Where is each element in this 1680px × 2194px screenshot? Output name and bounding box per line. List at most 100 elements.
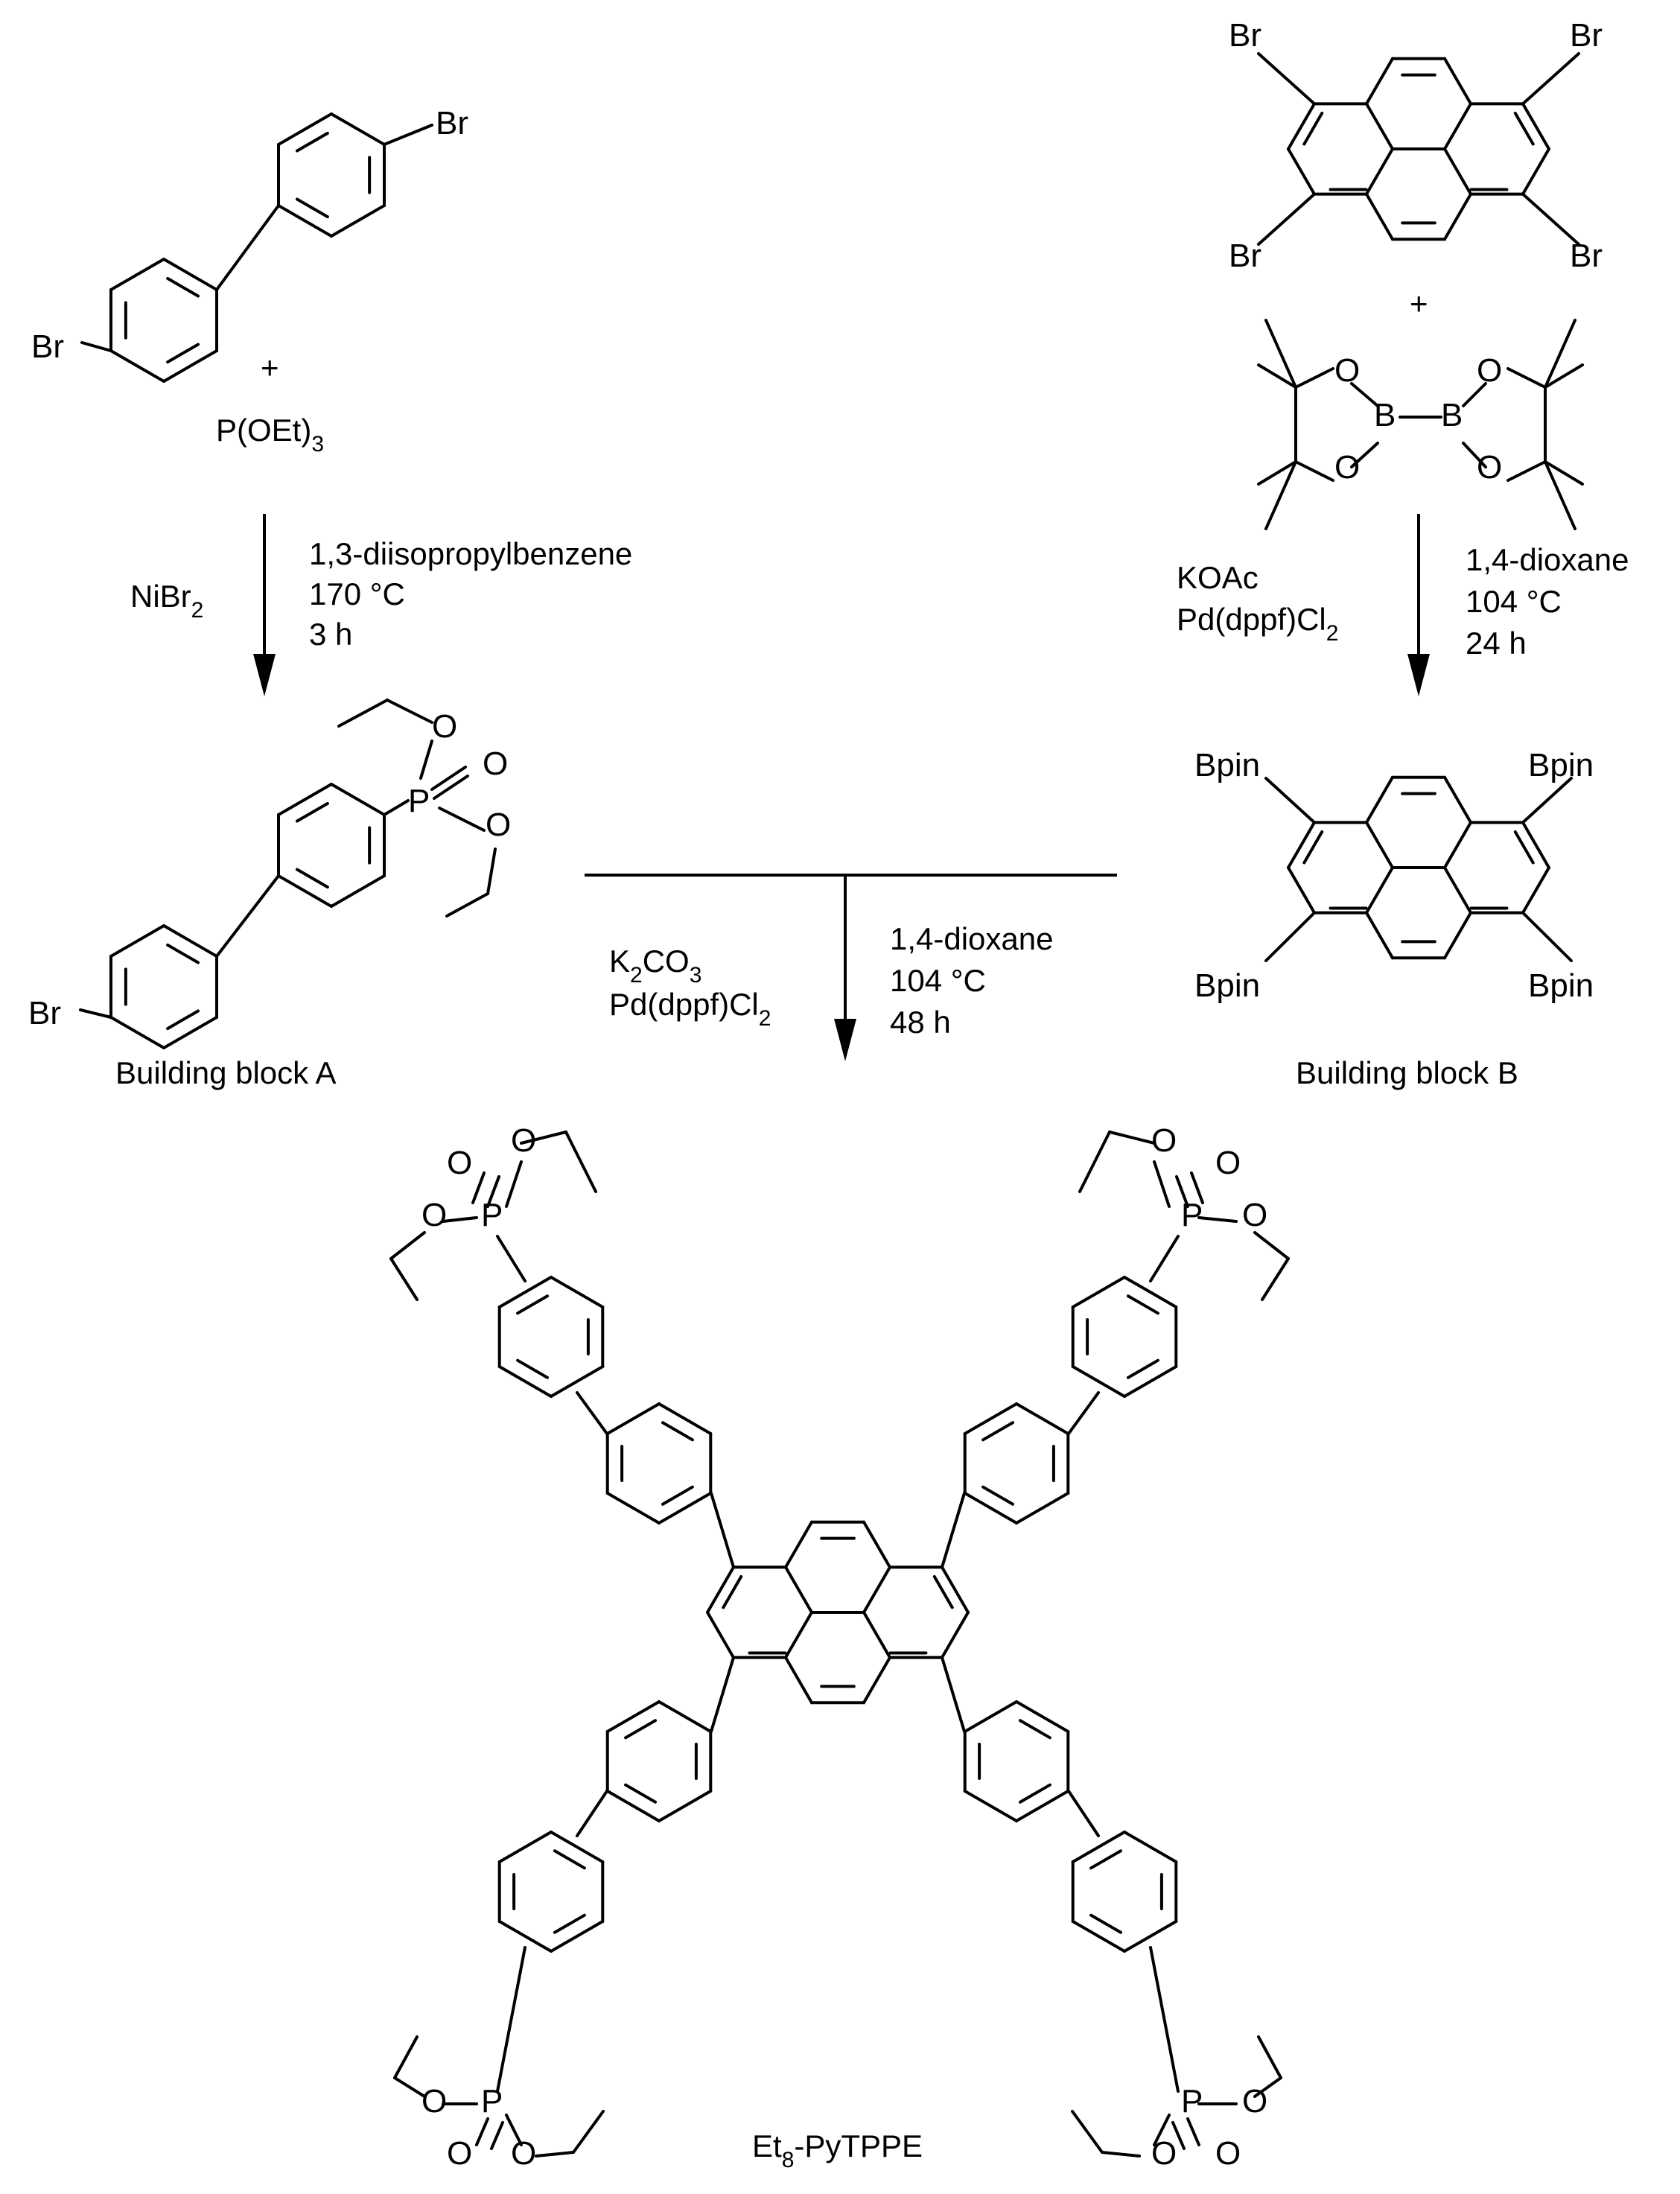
bond	[553, 1849, 586, 1870]
step-3-conditions: K2CO3 Pd(dppf)Cl2 1,4-dioxane 104 °C 48 …	[609, 921, 1054, 1040]
bond	[862, 1611, 891, 1659]
atom-bpin: Bpin	[1194, 967, 1260, 1004]
reagent-triethyl-phosphite: P(OEt)3	[216, 413, 324, 457]
temperature: 170 °C	[309, 576, 405, 611]
bond	[497, 1365, 553, 1398]
bond	[1365, 102, 1394, 150]
atom-o: O	[1151, 1122, 1177, 1159]
atom-p: P	[1181, 1197, 1203, 1233]
bond	[1287, 866, 1316, 915]
bond	[658, 1402, 713, 1435]
bond	[79, 1008, 112, 1019]
bond	[1302, 830, 1324, 865]
catalyst-text: Pd(dppf)Cl	[1177, 602, 1326, 637]
bond	[433, 775, 469, 800]
bond	[1149, 1946, 1180, 2093]
bond	[276, 112, 333, 146]
bond	[1264, 777, 1316, 824]
reaction-time: 48 h	[890, 1005, 951, 1040]
bond	[497, 1920, 553, 1953]
arrowhead-step-2	[1407, 654, 1430, 696]
bond	[1443, 821, 1472, 869]
bond	[276, 783, 333, 816]
bond	[1197, 1216, 1238, 1223]
bond	[295, 131, 329, 153]
bond	[784, 1565, 813, 1614]
bond	[1015, 1402, 1070, 1435]
bond	[166, 343, 200, 364]
plus-sign: +	[1410, 286, 1428, 321]
bond	[389, 1231, 426, 1260]
bond	[109, 924, 165, 958]
bond	[1443, 57, 1472, 106]
bond	[516, 1294, 550, 1315]
bond	[550, 1831, 605, 1863]
bond	[1365, 911, 1394, 960]
bond	[1521, 147, 1550, 196]
atom-o: O	[1334, 352, 1360, 389]
atom-br: Br	[1570, 238, 1603, 274]
bond	[605, 1700, 661, 1733]
bond	[1365, 147, 1394, 196]
bond	[162, 258, 219, 291]
atom-o: O	[432, 708, 457, 745]
reaction-time: 24 h	[1466, 626, 1527, 661]
bond	[1294, 367, 1334, 389]
reactant-tetrabromopyrene: Br Br Br Br	[1229, 17, 1603, 274]
reaction-arrows	[253, 514, 1430, 1061]
bond	[295, 801, 329, 823]
bond	[661, 1421, 694, 1442]
bond	[576, 1391, 608, 1435]
bond	[981, 1485, 1015, 1506]
bond	[496, 1946, 526, 2093]
bond	[1287, 147, 1316, 196]
bond	[1521, 821, 1550, 869]
arrowhead-step-1	[253, 654, 276, 696]
bond	[383, 799, 410, 816]
reaction-time: 3 h	[309, 617, 352, 652]
bond	[486, 1175, 500, 1208]
bond	[1257, 2035, 1282, 2079]
bond	[109, 349, 165, 383]
product-name-suffix: -PyTPPE	[794, 2128, 923, 2163]
bond	[337, 699, 389, 728]
bond	[393, 2035, 419, 2079]
bond	[963, 1492, 1018, 1524]
bond	[1108, 1131, 1156, 1145]
bond	[605, 1790, 661, 1822]
bond	[550, 1276, 605, 1309]
bond	[1365, 866, 1394, 915]
atom-o: O	[1215, 1145, 1241, 1181]
atom-br: Br	[1570, 17, 1603, 54]
bond	[497, 1831, 553, 1863]
phosphite-formula: P(OEt)	[216, 413, 311, 448]
bond	[1186, 2117, 1200, 2146]
bond	[1257, 363, 1297, 389]
bond	[624, 1783, 658, 1804]
bond	[1302, 111, 1324, 146]
bond	[1171, 2121, 1186, 2150]
bond	[1123, 1920, 1178, 1953]
bond	[1071, 1276, 1126, 1309]
atom-o: O	[1242, 1197, 1267, 1233]
bond	[1365, 775, 1394, 824]
bond	[166, 943, 200, 964]
bond	[162, 1016, 219, 1049]
catalyst-subscript: 2	[191, 598, 204, 623]
base-co: CO	[643, 944, 690, 979]
bond	[276, 874, 333, 908]
bond	[658, 1790, 713, 1822]
bond	[516, 1358, 550, 1379]
bond	[486, 848, 497, 895]
bond	[784, 1520, 813, 1569]
step-2-conditions: KOAc Pd(dppf)Cl2 1,4-dioxane 104 °C 24 h	[1177, 542, 1629, 661]
atom-bpin: Bpin	[1528, 967, 1594, 1004]
bond	[330, 112, 386, 146]
bond	[1350, 382, 1379, 407]
catalyst-text: Pd(dppf)Cl	[609, 987, 759, 1022]
bond	[550, 1365, 605, 1398]
bond	[505, 2114, 523, 2146]
atom-o: O	[1477, 352, 1502, 389]
base-co-subscript: 3	[690, 963, 702, 988]
